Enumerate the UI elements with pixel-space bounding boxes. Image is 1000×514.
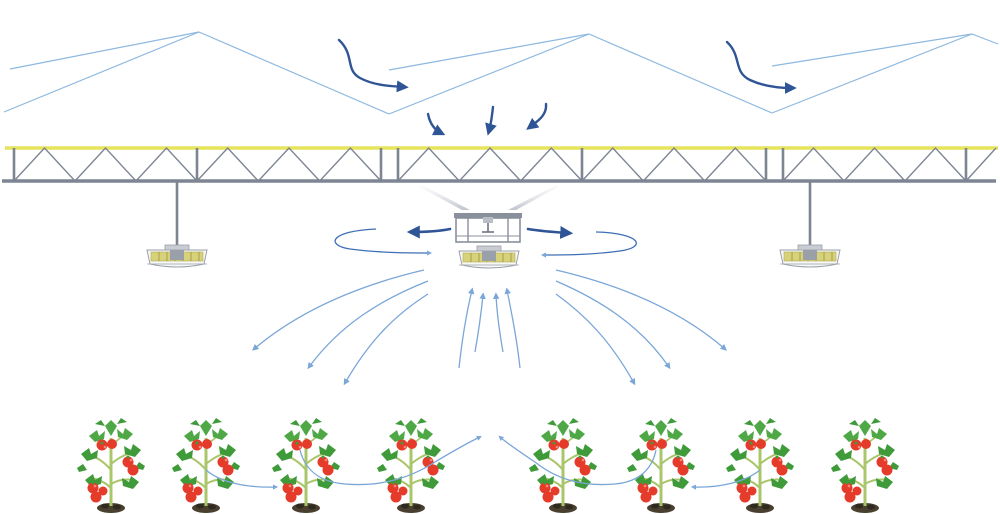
downward-airflow-arrows xyxy=(252,269,727,386)
tomato-plant-row xyxy=(75,416,901,514)
truss-web-segment xyxy=(965,147,997,182)
grow-light-center xyxy=(458,245,520,269)
grow-light-left xyxy=(146,244,208,268)
roof-airflow-arrows xyxy=(337,38,797,136)
fan-circulation-loops xyxy=(334,228,637,258)
truss-web-segment xyxy=(782,146,967,183)
canopy-airflow-arrows xyxy=(205,435,761,490)
fan-outflow-arrows xyxy=(406,225,574,240)
circulation-fan-icon xyxy=(418,186,560,243)
truss-web-segment xyxy=(13,146,198,183)
truss-web-segment xyxy=(196,146,382,183)
grow-light-icon xyxy=(779,244,841,268)
grow-light-icon xyxy=(458,245,520,269)
roof-truss xyxy=(2,146,998,183)
tomato-plant-icon xyxy=(75,416,147,514)
tomato-plant-icon xyxy=(829,416,901,514)
grow-light-icon xyxy=(146,244,208,268)
lamp-hangers xyxy=(175,182,812,246)
truss-web-segment xyxy=(581,146,767,183)
tomato-plant-icon xyxy=(375,416,447,514)
upward-airflow-arrows xyxy=(458,287,521,369)
grow-light-right xyxy=(779,244,841,268)
truss-web-segment xyxy=(397,146,583,183)
tomato-plant-icon xyxy=(170,416,242,514)
tomato-plant-icon xyxy=(724,416,796,514)
tomato-plant-icon xyxy=(625,416,697,514)
greenhouse-roof xyxy=(3,31,999,115)
tomato-plant-icon xyxy=(270,416,342,514)
